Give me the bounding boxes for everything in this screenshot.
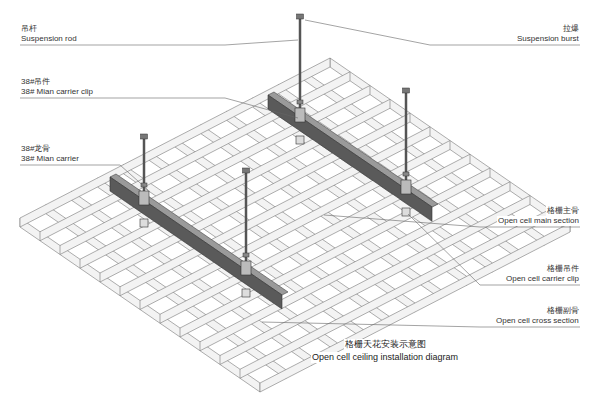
carrier-clip [241, 261, 251, 275]
callout-label: 38# Mian carrier [20, 154, 80, 164]
callout-label: Open cell main section [497, 216, 580, 226]
carrier-face [268, 95, 432, 221]
main-carriers [110, 14, 438, 309]
leader-line [324, 215, 580, 227]
callout-label: Open cell ceiling installation diagram [311, 352, 459, 363]
grid-fin [60, 86, 370, 255]
leader-line [20, 165, 148, 190]
callout-label: Open cell cross section [495, 316, 580, 326]
open-cell-clip [140, 219, 148, 227]
callout-label: 38#龙骨 [20, 144, 51, 154]
grid-fin [20, 58, 330, 227]
callout-label: Suspension rod [20, 34, 78, 44]
suspension-burst [403, 88, 410, 93]
open-cell-grid [20, 58, 570, 392]
leader-lines [20, 20, 580, 327]
suspension-burst [243, 168, 250, 173]
leader-line [408, 214, 580, 285]
callout-label: 格栅主骨 [546, 206, 580, 216]
carrier-top [110, 174, 288, 295]
carrier-clip [139, 191, 149, 205]
callout-label: 格栅吊件 [546, 264, 580, 274]
rod-nut [243, 253, 249, 257]
carrier-face [110, 177, 282, 309]
rod-nut [403, 172, 409, 176]
carrier-clip [295, 108, 305, 122]
grid-fin [100, 113, 410, 282]
carrier-top [268, 92, 438, 207]
figure-caption: 格栅天花安装示意图 [344, 339, 427, 350]
carrier-clip [401, 180, 411, 194]
open-cell-clip [242, 289, 250, 297]
callout-label: 吊杆 [20, 24, 38, 34]
rod-nut [297, 100, 303, 104]
open-cell-clip [296, 136, 304, 144]
grid-fin [240, 209, 550, 378]
leader-line [305, 20, 580, 45]
callout-label: 格栅副骨 [546, 306, 580, 316]
callout-label: 拉爆 [562, 24, 580, 34]
suspension-burst [141, 134, 148, 139]
callout-label: 38#吊件 [20, 77, 51, 87]
grid-fin [40, 72, 350, 241]
callout-label: 38# Mian carrier clip [20, 87, 94, 97]
suspension-rod [405, 92, 408, 194]
callout-label: Suspension burst [516, 34, 580, 44]
grid-fin [260, 223, 570, 392]
leader-line [20, 98, 298, 118]
suspension-burst [297, 14, 304, 19]
callout-label: Open cell carrier clip [505, 274, 580, 284]
suspension-rod [299, 18, 302, 122]
suspension-rod [245, 172, 248, 275]
